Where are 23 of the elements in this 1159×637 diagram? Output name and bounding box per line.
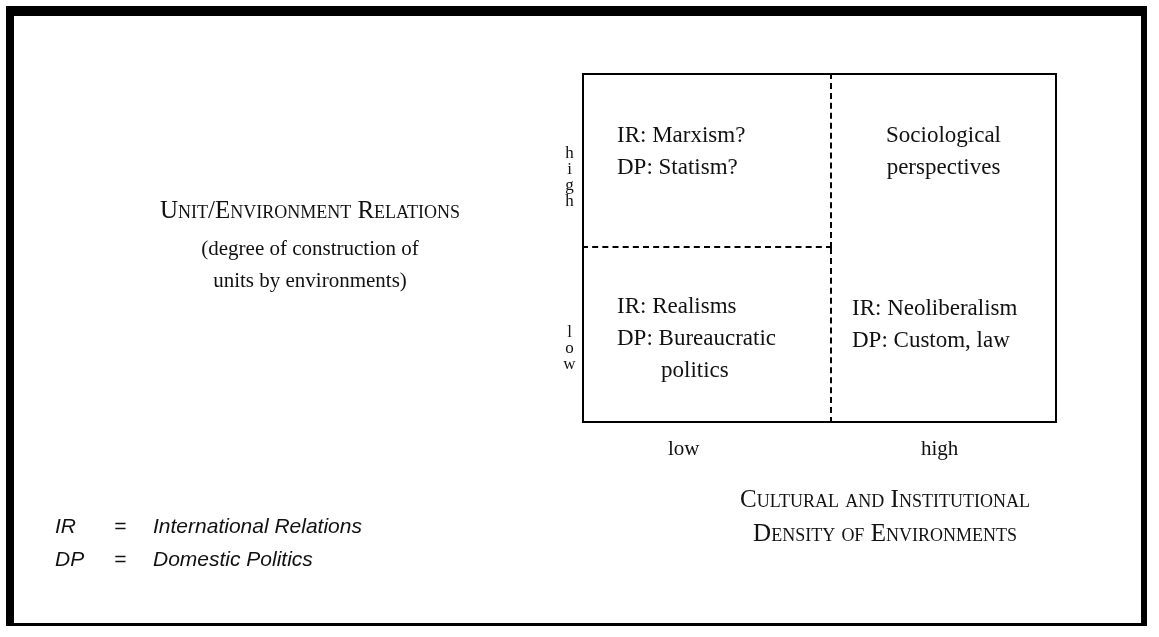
axis-tick-label: high [921,436,959,461]
cell-text: IR: Realisms [617,292,738,320]
axis-tick-label: low [668,436,700,461]
abbreviation: IR [55,514,76,538]
cell-text: DP: Bureaucratic politics [617,324,778,384]
quadrant-cell [582,248,832,423]
cell-text: IR: Marxism? [617,121,747,149]
axis-tick-label: high [561,143,578,207]
abbreviation: DP [55,547,85,571]
cell-text: IR: Neoliberalism [852,294,1019,322]
quadrant-cell [582,73,832,248]
axis-subtitle: (degree of construction of units by environments) [200,235,420,294]
cell-text: DP: Statism? [617,153,739,181]
axis-tick-label: low [561,322,578,370]
equals-sign: = [114,547,127,571]
cell-text: Sociological perspectives [885,121,1002,181]
quadrant-cell [832,73,1057,248]
abbreviation-meaning: International Relations [153,514,362,538]
equals-sign: = [114,514,127,538]
axis-title: Cultural and Institutional Density of Environments [739,484,1031,548]
cell-text: DP: Custom, law [852,326,1011,354]
quadrant-cell [832,248,1057,423]
abbreviation-meaning: Domestic Politics [153,547,313,571]
